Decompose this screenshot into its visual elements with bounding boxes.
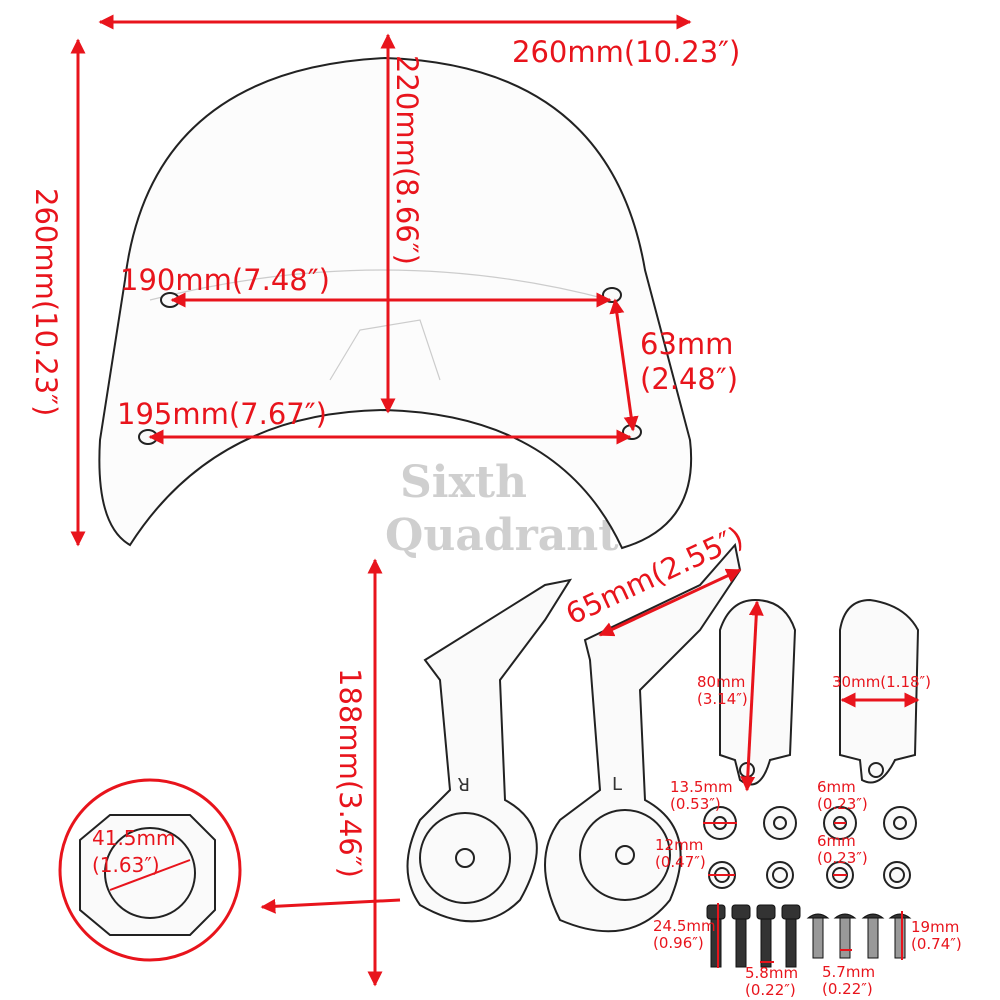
clamp-length-in-label: (3.14″) xyxy=(697,690,748,708)
bracket-mark-l: L xyxy=(612,774,622,795)
watermark-line1: Sixth xyxy=(400,457,527,508)
clamp-diameter-in-label: (1.63″) xyxy=(92,853,160,877)
long-bolt-in-label: (0.96″) xyxy=(653,934,704,952)
bracket-pointer-arrow xyxy=(260,898,401,914)
long-bolt-diameter-mm-label: 5.8mm xyxy=(745,964,798,982)
bracket-mark-r: R xyxy=(457,773,470,794)
clamp-detail: 41.5mm (1.63″) xyxy=(58,778,242,962)
spacer-inner-mm-label: 6mm xyxy=(817,832,856,850)
clamp-length-arrow xyxy=(740,600,764,792)
height-label: 260mm(10.23″) xyxy=(29,188,63,416)
upper-holes-label: 190mm(7.48″) xyxy=(120,263,330,297)
hole-spacing-in-label: (2.48″) xyxy=(640,362,738,396)
brand-watermark: Sixth Quadrant xyxy=(385,457,619,561)
arm-length-arrow xyxy=(598,568,742,637)
washer-outer-mm-label: 13.5mm xyxy=(670,778,733,796)
short-bolt-diameter-in-label: (0.22″) xyxy=(822,980,873,998)
short-bolt-mm-label: 19mm xyxy=(911,918,959,936)
washers xyxy=(703,806,917,889)
clamp-half-short xyxy=(839,598,920,784)
clamp-diameter-mm-label: 41.5mm xyxy=(92,826,176,850)
bracket-left-side: L xyxy=(544,542,742,933)
washer-inner-mm-label: 6mm xyxy=(817,778,856,796)
clamp-diameter-line xyxy=(109,859,191,891)
long-bolt-mm-label: 24.5mm xyxy=(653,917,716,935)
spacer-outer-in-label: (0.47″) xyxy=(655,853,706,871)
hole-spacing-mm-label: 63mm xyxy=(640,327,733,361)
long-bolt-diameter-in-label: (0.22″) xyxy=(745,981,796,999)
clamp-width-label: 30mm(1.18″) xyxy=(832,673,931,691)
short-bolt-in-label: (0.74″) xyxy=(911,935,962,953)
watermark-line2: Quadrant xyxy=(385,510,619,561)
lower-holes-label: 195mm(7.67″) xyxy=(117,397,327,431)
clamp-length-mm-label: 80mm xyxy=(697,673,745,691)
center-height-label: 220mm(8.66″) xyxy=(390,55,424,265)
bracket-height-label: 188mm(3.46″) xyxy=(333,668,367,878)
width-label: 260mm(10.23″) xyxy=(512,35,740,69)
washer-outer-in-label: (0.53″) xyxy=(670,795,721,813)
short-bolt-diameter-mm-label: 5.7mm xyxy=(822,963,875,981)
bolts xyxy=(706,904,912,968)
bracket-right-side: R xyxy=(406,578,573,923)
hole-spacing-arrow xyxy=(609,298,639,432)
spacer-outer-mm-label: 12mm xyxy=(655,836,703,854)
washer-inner-in-label: (0.23″) xyxy=(817,795,868,813)
spacer-inner-in-label: (0.23″) xyxy=(817,849,868,867)
